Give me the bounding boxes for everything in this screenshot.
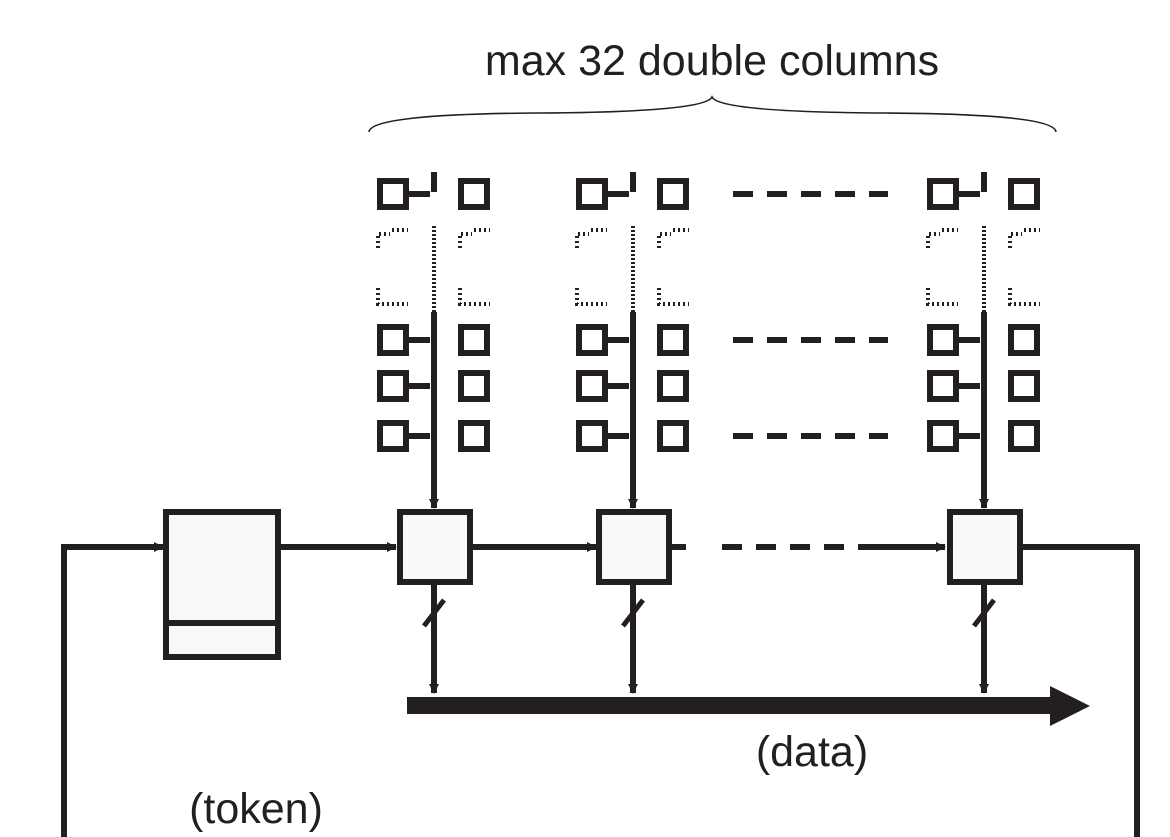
pixel-right [657, 178, 689, 210]
token-ring [61, 542, 1140, 837]
column-brace [368, 95, 1057, 133]
pixel-left [927, 370, 959, 402]
pixel-left [576, 324, 608, 356]
pixel-fragment-top [657, 228, 689, 248]
readout-block-2 [596, 509, 672, 694]
pixel-left [377, 420, 409, 452]
pixel-fragment-bottom [376, 288, 408, 306]
token-label: (token) [189, 785, 323, 833]
title-label: max 32 double columns [485, 37, 939, 85]
column-ellipsis [733, 191, 888, 439]
pixel-left [927, 324, 959, 356]
pixel-fragment-top [376, 228, 408, 248]
readout-block-3 [947, 509, 1023, 694]
pixel-left [576, 178, 608, 210]
bus-width-slash [972, 598, 996, 628]
bus-width-slash [422, 598, 446, 628]
pixel-right [1008, 420, 1040, 452]
pixel-right [458, 420, 490, 452]
data-label: (data) [756, 728, 868, 776]
pixel-right [458, 324, 490, 356]
pixel-fragment-bottom [657, 288, 689, 306]
pixel-right [458, 370, 490, 402]
pixel-right [1008, 178, 1040, 210]
readout-box [596, 509, 672, 585]
readout-box [397, 509, 473, 585]
pixel-fragment-top [1008, 228, 1040, 248]
controller-upper [163, 509, 281, 626]
pixel-right [1008, 370, 1040, 402]
pixel-right [458, 178, 490, 210]
pixel-fragment-top [926, 228, 958, 248]
pixel-right [1008, 324, 1040, 356]
pixel-left [377, 324, 409, 356]
double-column-2 [575, 172, 689, 509]
pixel-left [927, 178, 959, 210]
token-return-right [1019, 544, 1140, 837]
double-column-1 [376, 172, 490, 509]
pixel-fragment-top [575, 228, 607, 248]
pixel-left [576, 420, 608, 452]
data-bus-bar [407, 697, 1057, 714]
pixel-fragment-top [458, 228, 490, 248]
data-bus-arrowhead [1050, 686, 1090, 726]
pixel-fragment-bottom [1008, 288, 1040, 306]
pixel-left [377, 178, 409, 210]
pixel-fragment-bottom [458, 288, 490, 306]
pixel-left [377, 370, 409, 402]
pixel-fragment-bottom [575, 288, 607, 306]
token-return-left [61, 542, 164, 837]
pixel-columns [376, 172, 1040, 509]
controller-lower [163, 620, 281, 660]
data-bus [407, 686, 1090, 726]
readout-box [947, 509, 1023, 585]
bus-width-slash [621, 598, 645, 628]
pixel-fragment-bottom [926, 288, 958, 306]
pixel-right [657, 324, 689, 356]
double-column-3 [926, 172, 1040, 509]
column-readout-blocks [397, 509, 1023, 694]
pixel-right [657, 370, 689, 402]
controller-block [163, 509, 281, 660]
pixel-right [657, 420, 689, 452]
readout-block-1 [397, 509, 473, 694]
pixel-left [576, 370, 608, 402]
pixel-left [927, 420, 959, 452]
